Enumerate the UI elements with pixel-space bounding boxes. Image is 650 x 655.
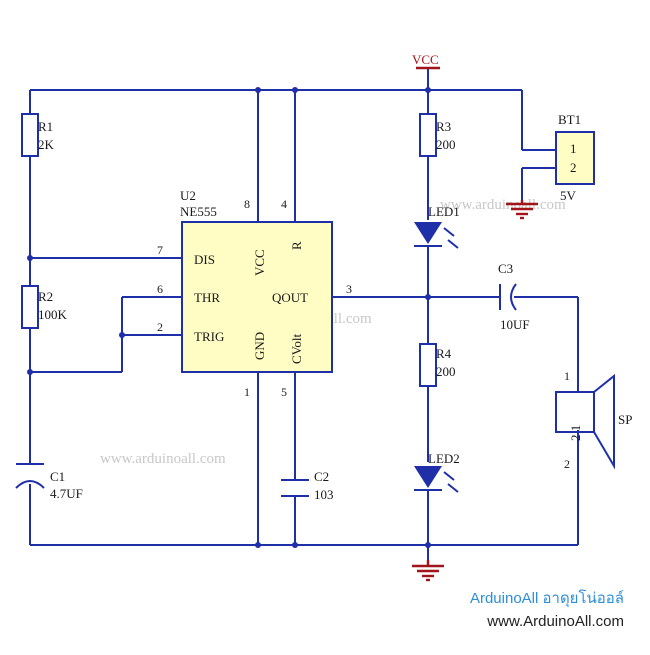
pin-num-cv: 5 <box>281 385 287 399</box>
vcc-symbol: VCC <box>412 52 440 70</box>
c1-value: 4.7UF <box>50 486 83 501</box>
junction <box>425 87 431 93</box>
junction <box>119 332 125 338</box>
pin-qout-label: QOUT <box>272 290 308 305</box>
junction <box>255 542 261 548</box>
schematic-stroke <box>555 131 595 185</box>
led1: LED1 <box>414 204 460 249</box>
resistor-r1: R1 2K <box>21 113 55 157</box>
schematic-stroke <box>593 373 615 470</box>
r1-value: 2K <box>38 137 55 152</box>
schematic-stroke <box>181 221 333 373</box>
battery-value: 5V <box>560 188 577 203</box>
schematic-stroke <box>21 285 39 329</box>
junction <box>425 294 431 300</box>
pin-num-r: 4 <box>281 197 287 211</box>
schematic-stroke <box>447 483 459 493</box>
resistor-r4: R4 200 <box>419 343 456 387</box>
pin-thr-label: THR <box>194 290 220 305</box>
capacitor-c2: C2 103 <box>281 469 334 502</box>
speaker-sp: 2 1 1 2 SP <box>555 369 632 471</box>
speaker-pin1: 1 <box>564 369 570 383</box>
r4-ref: R4 <box>436 346 452 361</box>
pin-num-thr: 6 <box>157 282 163 296</box>
led2: LED2 <box>414 451 460 493</box>
schematic-stroke <box>510 283 517 311</box>
r3-value: 200 <box>436 137 456 152</box>
chip-ref: U2 <box>180 188 196 203</box>
junction <box>425 542 431 548</box>
led2-label: LED2 <box>428 451 460 466</box>
pin-dis-label: DIS <box>194 252 215 267</box>
capacitor-c1: C1 4.7UF <box>15 463 83 501</box>
speaker-ref: SP <box>618 412 632 427</box>
c3-ref: C3 <box>498 261 513 276</box>
c2-ref: C2 <box>314 469 329 484</box>
pin-num-out: 3 <box>346 282 352 296</box>
battery-pin2: 2 <box>570 160 577 175</box>
junctions <box>27 87 431 548</box>
vcc-label: VCC <box>412 52 439 67</box>
pin-num-gnd: 1 <box>244 385 250 399</box>
schematic-stroke <box>414 466 442 488</box>
ne555-chip: U2 NE555 DIS THR TRIG QOUT VCC R GND CVo… <box>157 188 352 399</box>
junction <box>27 369 33 375</box>
schematic-stroke <box>21 113 39 157</box>
r4-value: 200 <box>436 364 456 379</box>
pin-num-vcc: 8 <box>244 197 250 211</box>
brand-title: ArduinoAll อาดุยโน่ออล์ <box>469 590 624 607</box>
junction <box>292 87 298 93</box>
pin-num-trig: 2 <box>157 320 163 334</box>
battery-pin1: 1 <box>570 141 577 156</box>
junction <box>292 542 298 548</box>
pin-num-dis: 7 <box>157 243 163 257</box>
capacitor-c3: C3 10UF <box>498 261 530 332</box>
watermark-left: www.arduinoall.com <box>100 451 226 467</box>
battery-bt1: BT1 1 2 5V <box>555 112 595 203</box>
junction <box>27 255 33 261</box>
pin-gnd-label: GND <box>252 332 267 360</box>
pin-trig-label: TRIG <box>194 329 224 344</box>
schematic-stroke <box>15 480 45 489</box>
r3-ref: R3 <box>436 119 451 134</box>
r1-ref: R1 <box>38 119 53 134</box>
speaker-inner-pins: 2 1 <box>568 425 583 441</box>
r2-value: 100K <box>38 307 68 322</box>
resistor-r3: R3 200 <box>419 113 456 157</box>
schematic-stroke <box>443 471 455 481</box>
c1-ref: C1 <box>50 469 65 484</box>
brand-url[interactable]: www.ArduinoAll.com <box>487 613 624 630</box>
watermark-top: www.arduinoall.com <box>440 197 566 213</box>
junction <box>255 87 261 93</box>
c3-value: 10UF <box>500 317 530 332</box>
schematic-stroke <box>419 343 437 387</box>
pin-cv-label: CVolt <box>289 334 304 364</box>
resistor-r2: R2 100K <box>21 285 68 329</box>
c2-value: 103 <box>314 487 334 502</box>
chip-part: NE555 <box>180 204 217 219</box>
speaker-pin2: 2 <box>564 457 570 471</box>
pin-vcc-label: VCC <box>252 249 267 276</box>
ground-symbol-battery <box>506 200 538 220</box>
led1-label: LED1 <box>428 204 460 219</box>
schematic-stroke <box>419 113 437 157</box>
pin-r-label: R <box>289 241 304 250</box>
battery-ref: BT1 <box>558 112 581 127</box>
schematic-stroke <box>443 227 455 237</box>
r2-ref: R2 <box>38 289 53 304</box>
schematic-stroke <box>414 222 442 244</box>
ground-symbol-main <box>412 560 444 582</box>
schematic-stroke <box>447 239 459 249</box>
